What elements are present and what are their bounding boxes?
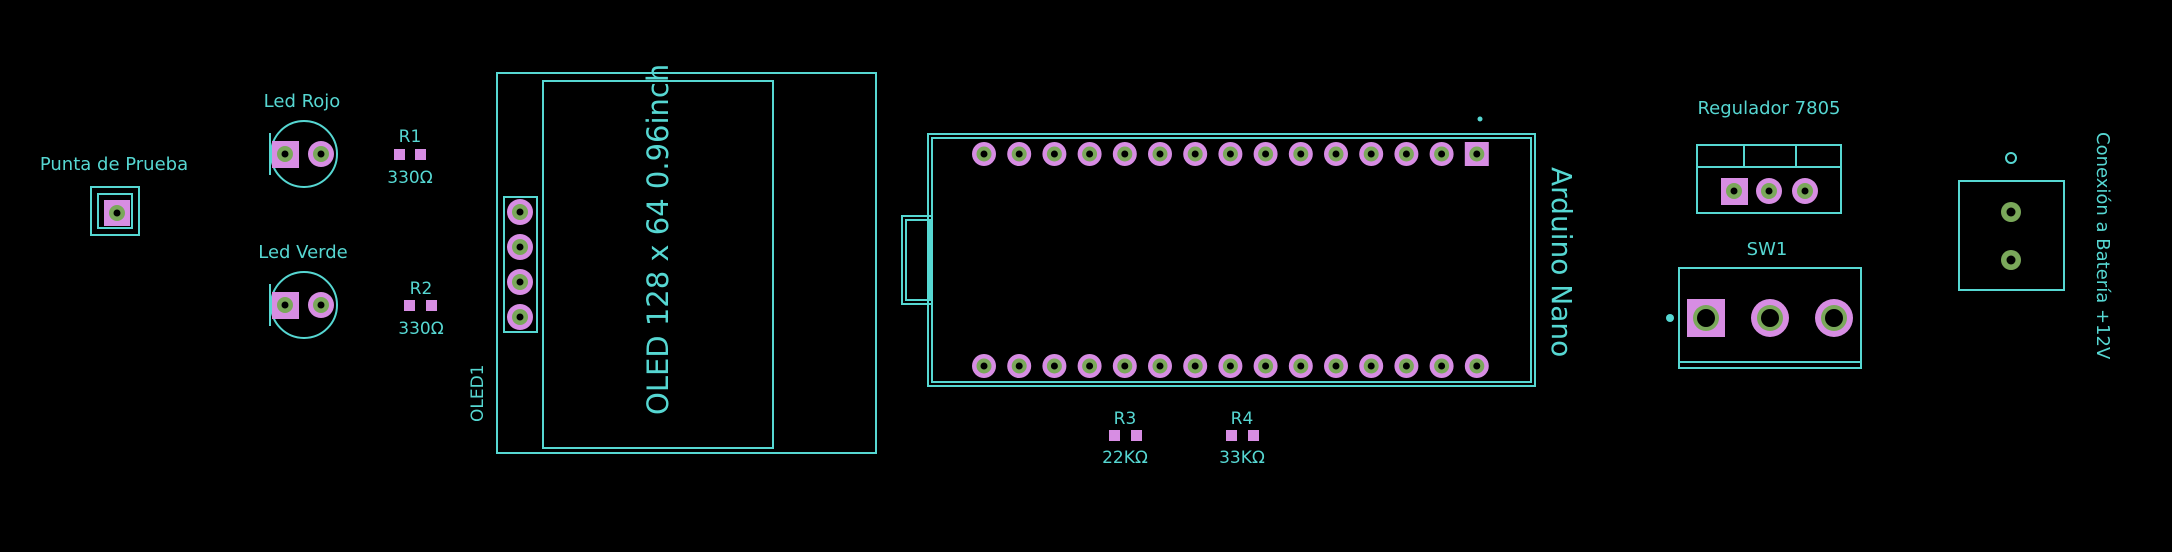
- nano-pin-header: [972, 142, 1489, 378]
- r4-ref: R4: [1231, 409, 1254, 429]
- regulator-7805: Regulador 7805: [1696, 98, 1842, 214]
- r1-value: 330Ω: [387, 168, 432, 188]
- resistor-r1: R1 330Ω: [387, 127, 432, 188]
- r1-ref: R1: [399, 127, 422, 147]
- oled-header-pins: [507, 199, 533, 330]
- resistor-r4: R4 33KΩ: [1219, 409, 1265, 468]
- arduino-nano: Arduino Nano: [901, 116, 1578, 387]
- oled-module: OLED1 OLED 128 x 64 0.96inch: [468, 64, 877, 454]
- battery-label: Conexión a Batería +12V: [2092, 132, 2113, 360]
- arduino-label: Arduino Nano: [1545, 167, 1578, 357]
- switch-label: SW1: [1747, 239, 1788, 260]
- switch-sw1: SW1: [1666, 239, 1862, 369]
- battery-connector: Conexión a Batería +12V: [1958, 132, 2113, 360]
- probe-label: Punta de Prueba: [40, 154, 188, 175]
- r3-value: 22KΩ: [1102, 448, 1148, 468]
- oled-ref: OLED1: [468, 365, 488, 423]
- r4-value: 33KΩ: [1219, 448, 1265, 468]
- led-red-label: Led Rojo: [264, 91, 341, 112]
- led-green: Led Verde: [258, 242, 348, 339]
- led-red: Led Rojo: [264, 91, 341, 188]
- test-probe: Punta de Prueba: [40, 154, 188, 236]
- r2-ref: R2: [410, 279, 433, 299]
- resistor-r2: R2 330Ω: [398, 279, 443, 339]
- regulator-label: Regulador 7805: [1697, 98, 1840, 119]
- r2-value: 330Ω: [398, 319, 443, 339]
- oled-name: OLED 128 x 64 0.96inch: [641, 64, 675, 415]
- resistor-r3: R3 22KΩ: [1102, 409, 1148, 468]
- led-green-label: Led Verde: [258, 242, 348, 263]
- r3-ref: R3: [1114, 409, 1137, 429]
